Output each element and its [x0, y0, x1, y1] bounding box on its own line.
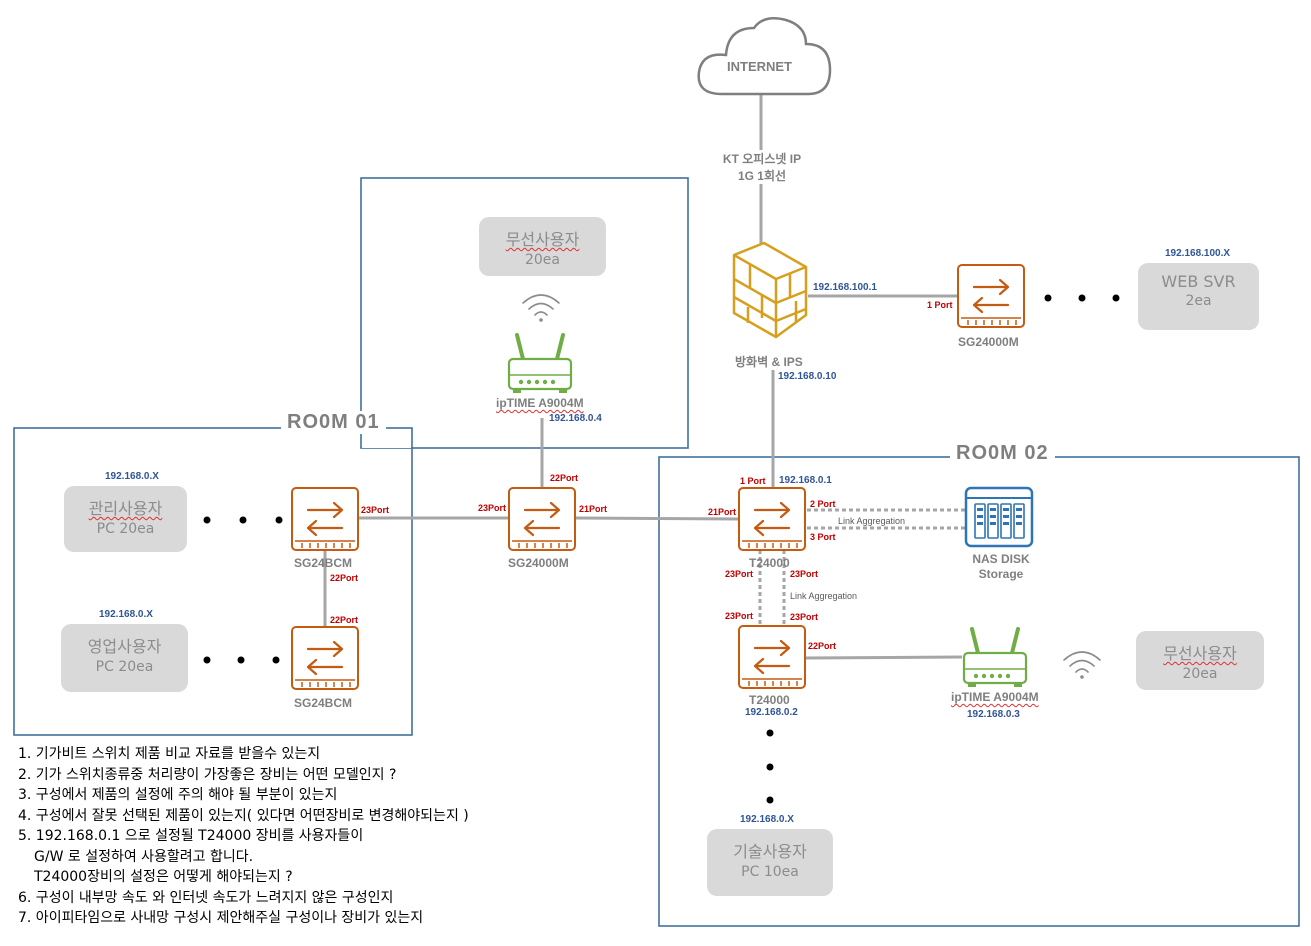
tech-users-subnet: 192.168.0.X	[740, 814, 794, 825]
room1-ap-label: ipTIME A9004M	[496, 396, 584, 410]
room1-switch-b-port-22: 22Port	[330, 615, 359, 625]
t1-port-23a: 23Port	[725, 569, 754, 579]
internet-label: INTERNET	[727, 59, 792, 74]
room1-ap-ip: 192.168.0.4	[549, 413, 602, 424]
question-2: 2. 기가 스위치종류중 처리량이 가장좋은 장비는 어떤 모델인지 ?	[18, 766, 397, 783]
core-switch-port-22: 22Port	[550, 473, 579, 483]
room1-wireless-users-box: 무선사용자 20ea	[479, 217, 606, 276]
sales-users-box: 영업사용자 PC 20ea	[61, 624, 188, 692]
room1-switch-a-icon	[290, 486, 360, 552]
t2-port-23b: 23Port	[790, 612, 819, 622]
core-switch-port-21: 21Port	[579, 504, 608, 514]
tech-users-box: 기술사용자 PC 10ea	[707, 829, 833, 896]
firewall-dmz-ip: 192.168.100.1	[813, 282, 877, 293]
internet-cloud-icon	[697, 17, 832, 96]
room1-title: RO0M 01	[281, 411, 386, 434]
core-switch-icon	[507, 486, 577, 552]
t24000-2-switch-icon	[737, 624, 807, 690]
web-server-box: WEB SVR 2ea	[1138, 263, 1259, 330]
t2-port-22: 22Port	[808, 641, 837, 651]
web-server-subnet: 192.168.100.X	[1165, 248, 1231, 259]
room2-ap-label: ipTIME A9004M	[951, 690, 1039, 704]
t1-port-3: 3 Port	[810, 532, 836, 542]
room1-switch-a-label: SG24BCM	[294, 556, 353, 570]
link-aggregation-nas-label: Link Aggregation	[838, 516, 906, 526]
room1-ap-router-icon	[507, 333, 573, 395]
t1-port-21: 21Port	[708, 507, 737, 517]
core-switch-port-23: 23Port	[478, 503, 507, 513]
t2-ip: 192.168.0.2	[745, 707, 798, 718]
question-7: 7. 아이피타임으로 사내망 구성시 제안해주실 구성이나 장비가 있는지	[18, 910, 424, 926]
questions-list: 1. 기가비트 스위치 제품 비교 자료를 받을수 있는지 2. 기가 스위치종…	[18, 744, 469, 929]
room2-ap-router-icon	[962, 627, 1028, 689]
core-switch-label: SG24000M	[508, 556, 569, 570]
t1-port-1: 1 Port	[740, 476, 766, 486]
ellipsis-dots	[203, 294, 1120, 804]
t1-ip: 192.168.0.1	[779, 475, 832, 486]
t24000-1-switch-icon	[737, 486, 807, 552]
room1-border	[13, 177, 689, 736]
t1-port-23b: 23Port	[790, 569, 819, 579]
question-4: 4. 구성에서 잘못 선택된 제품이 있는지( 있다면 어떤장비로 변경해야되는…	[18, 807, 469, 824]
room1-wifi-icon	[522, 294, 560, 323]
question-1: 1. 기가비트 스위치 제품 비교 자료를 받을수 있는지	[18, 746, 321, 762]
room2-ap-ip: 192.168.0.3	[967, 709, 1020, 720]
question-5-line-3: T24000장비의 설정은 어떻게 해야되는지 ?	[34, 869, 293, 885]
room1-switch-a-port-22: 22Port	[330, 573, 359, 583]
room1-switch-b-label: SG24BCM	[294, 696, 353, 710]
mgmt-users-box: 관리사용자 PC 20ea	[64, 486, 187, 552]
t2-label: T24000	[749, 693, 790, 707]
sales-users-subnet: 192.168.0.X	[99, 609, 153, 620]
room2-wifi-icon	[1063, 651, 1101, 680]
t1-label: T24000	[749, 556, 790, 570]
room1-switch-a-port-23: 23Port	[361, 505, 390, 515]
dmz-switch-icon	[956, 263, 1026, 329]
nas-label: NAS DISK Storage	[972, 552, 1030, 581]
firewall-lan-ip: 192.168.0.10	[778, 371, 837, 382]
room2-wireless-users-box: 무선사용자 20ea	[1136, 631, 1264, 690]
question-3: 3. 구성에서 제품의 설정에 주의 해야 될 부분이 있는지	[18, 787, 338, 803]
firewall-label: 방화벽 & IPS	[735, 355, 803, 369]
t2-port-23a: 23Port	[725, 611, 754, 621]
t1-port-2: 2 Port	[810, 499, 836, 509]
question-6: 6. 구성이 내부망 속도 와 인터넷 속도가 느려지지 않은 구성인지	[18, 889, 394, 906]
mgmt-users-subnet: 192.168.0.X	[105, 471, 159, 482]
dmz-switch-label: SG24000M	[958, 335, 1019, 349]
room2-title: RO0M 02	[950, 442, 1055, 465]
link-aggregation-lines	[758, 508, 965, 626]
nas-storage-icon	[964, 486, 1034, 548]
dmz-switch-port: 1 Port	[927, 300, 953, 310]
room1-switch-b-icon	[290, 625, 360, 691]
isp-line-label: KT 오피스넷 IP 1G 1회선	[712, 150, 812, 184]
question-5-line-2: G/W 로 설정하여 사용할려고 합니다.	[34, 848, 254, 865]
link-aggregation-t24000-label: Link Aggregation	[790, 591, 858, 601]
question-5: 5. 192.168.0.1 으로 설정될 T24000 장비를 사용자들이	[18, 828, 364, 844]
firewall-icon	[732, 241, 808, 339]
